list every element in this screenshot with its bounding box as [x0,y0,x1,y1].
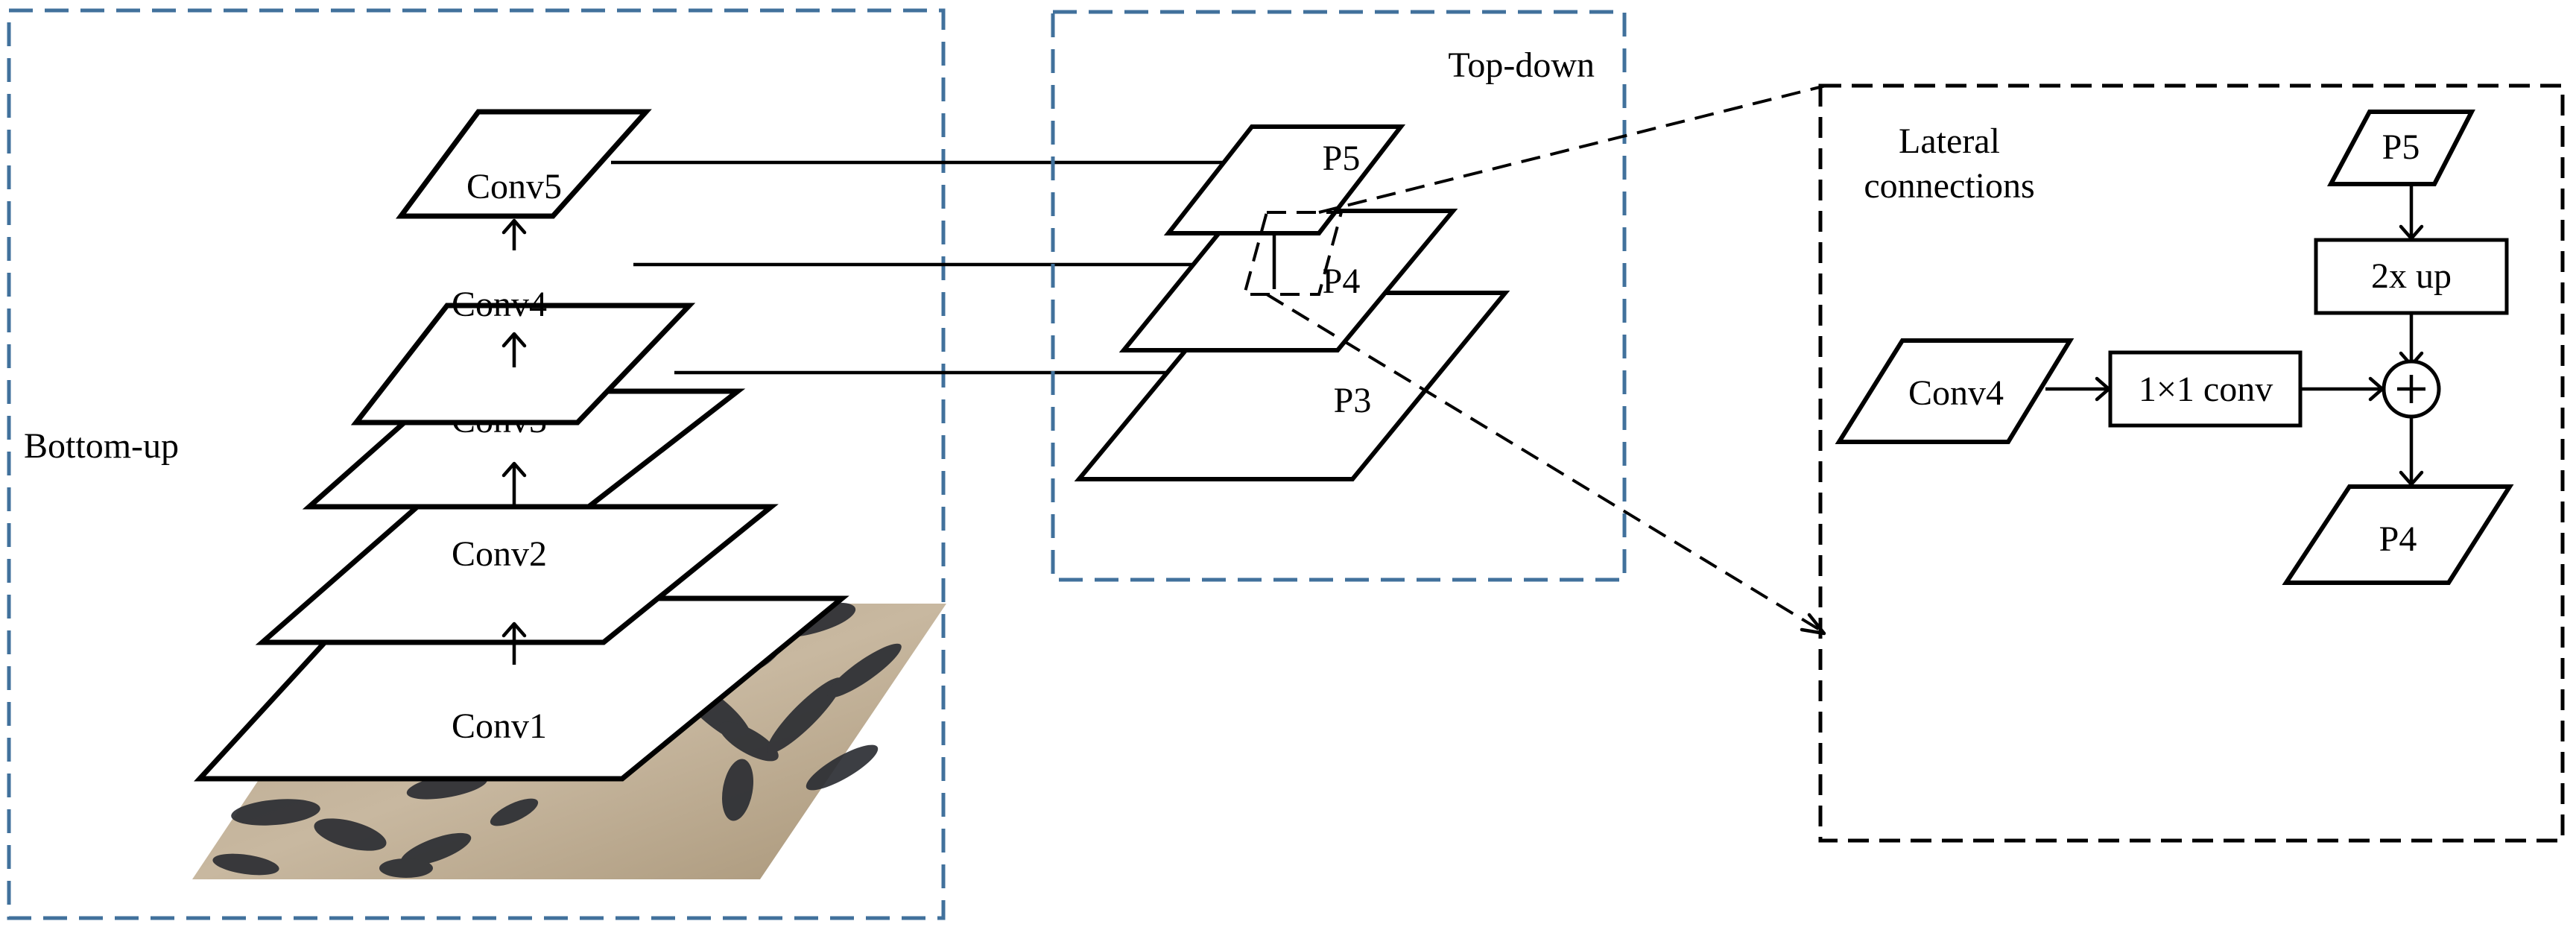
conv2-label: Conv2 [452,534,547,574]
p3-label: P3 [1334,381,1372,420]
zoom-projection-lines [1265,84,1827,636]
lateral-panel-border [1818,83,2565,843]
lateral-p4-label: P4 [2379,519,2417,559]
lateral-label-line1: Lateral [1899,121,2000,161]
bottom-up-arrows [501,218,527,665]
lateral-label-line2: connections [1864,166,2034,206]
p5-layer [1163,124,1406,235]
top-down-panel: Top-down P3 P4 P5 [1051,10,1627,582]
p4-label: P4 [1323,262,1361,301]
lateral-p5-label: P5 [2382,127,2420,167]
bottom-up-panel: Bottom-up Con [7,8,946,920]
conv4-label: Conv4 [452,285,547,324]
upsample-box [2314,238,2509,315]
conv5-layer [396,109,652,219]
conv1-label: Conv1 [452,706,547,746]
conv1x1-label: 1×1 conv [2139,370,2273,409]
conv5-label: Conv5 [466,167,562,206]
bottom-up-panel-border [7,8,946,920]
lateral-p4-shape [2282,484,2514,585]
lateral-connections-panel: Lateral connections P5 2x up Conv4 1×1 c… [1818,83,2565,843]
conv1x1-box [2108,350,2303,428]
bottom-up-label: Bottom-up [24,426,179,466]
p5-label: P5 [1323,139,1361,178]
top-down-label: Top-down [1448,45,1595,85]
conv4-layer [350,303,696,426]
lateral-conv4-shape [1835,338,2075,444]
lateral-p5-shape [2326,110,2475,186]
upsample-label: 2x up [2371,256,2452,296]
conv2-layer [255,504,779,645]
lateral-conv4-label: Conv4 [1908,373,2004,413]
p3-layer [1074,291,1510,481]
p4-layer [1118,209,1458,352]
zoom-selection [1242,211,1344,296]
